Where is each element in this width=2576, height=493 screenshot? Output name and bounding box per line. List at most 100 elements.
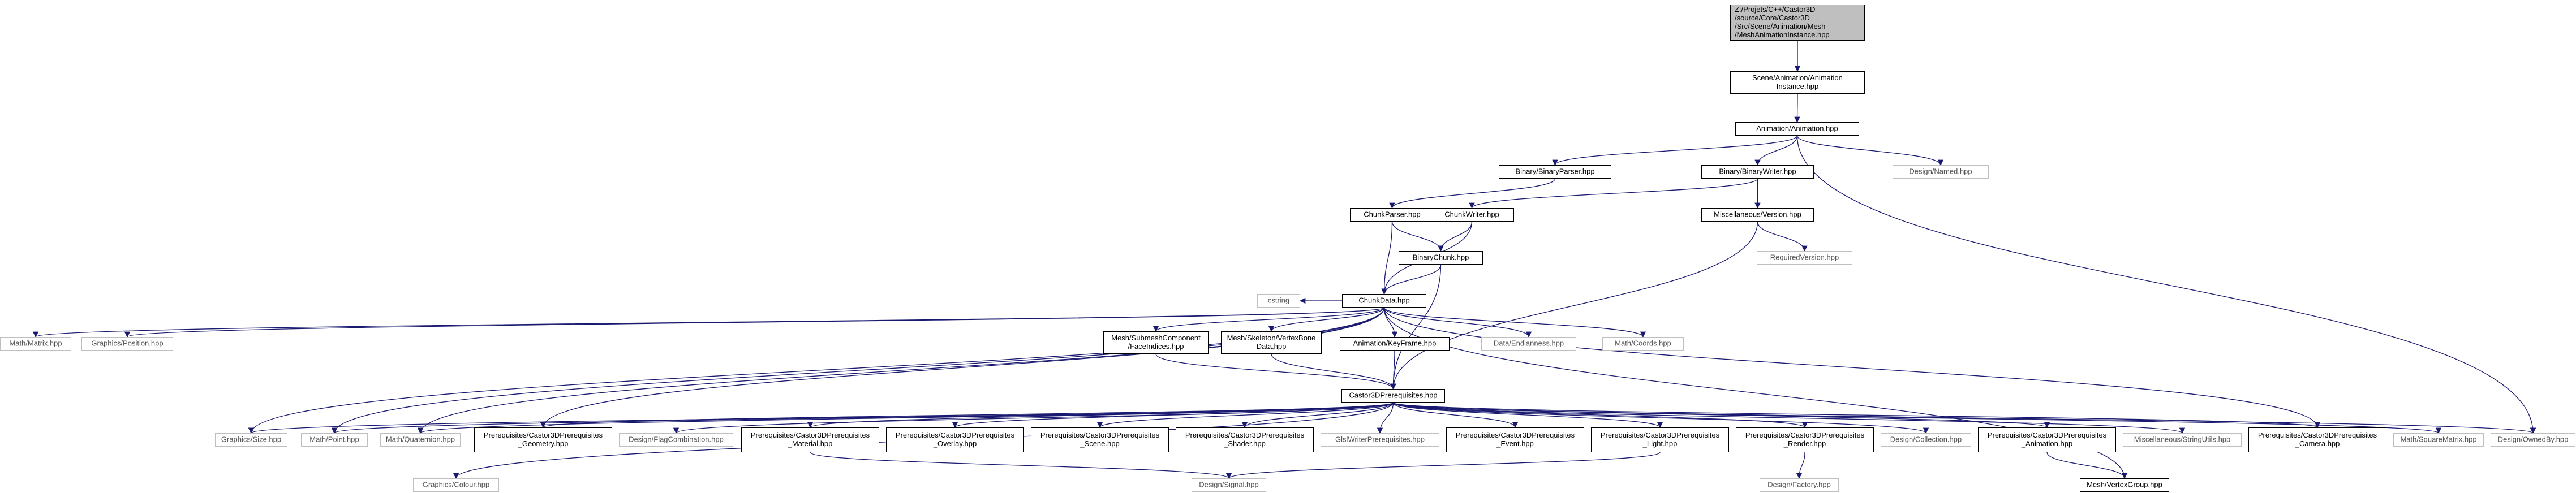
node-animpre[interactable]: Prerequisites/Castor3DPrerequisites_Anim… [1978, 427, 2116, 452]
node-box [380, 433, 461, 447]
node-sqmatrix: Math/SquareMatrix.hpp [2393, 433, 2484, 447]
edge-c3dprereq-to-collection [1392, 402, 1929, 434]
node-box [1342, 294, 1426, 308]
edge-chunkdata-to-submesh [1152, 307, 1385, 332]
node-box [1978, 427, 2116, 452]
edge-chunkdata-to-point [331, 307, 1385, 434]
node-label: Design/Signal.hpp [1199, 481, 1259, 489]
node-box [1499, 165, 1611, 179]
edge-c3dprereq-to-event [1392, 402, 1519, 429]
node-label: Prerequisites/Castor3DPrerequisites [1185, 431, 1305, 439]
node-label: Data.hpp [1257, 342, 1287, 351]
node-layer: Z:/Projets/C++/Castor3D/source/Core/Cast… [0, 5, 2575, 492]
node-box [215, 433, 287, 447]
edge-chunkdata-to-skeleton [1268, 307, 1385, 332]
node-light[interactable]: Prerequisites/Castor3DPrerequisites_Ligh… [1591, 427, 1729, 452]
node-box [1176, 427, 1314, 452]
edge-c3dprereq-to-scene [1097, 402, 1394, 429]
node-label: GlslWriterPrerequisites.hpp [1335, 435, 1425, 444]
node-animinst[interactable]: Scene/Animation/AnimationInstance.hpp [1730, 71, 1865, 94]
node-root[interactable]: Z:/Projets/C++/Castor3D/source/Core/Cast… [1730, 5, 1865, 41]
node-label: Prerequisites/Castor3DPrerequisites [1988, 431, 2107, 439]
edge-c3dprereq-to-render [1392, 402, 1808, 429]
edge-render-to-factory [1796, 452, 1805, 479]
edge-c3dprereq-to-light [1392, 402, 1663, 429]
edge-chunkdata-to-camera [1383, 307, 2321, 429]
node-vgroup[interactable]: Mesh/VertexGroup.hpp [2080, 478, 2169, 492]
node-overlay[interactable]: Prerequisites/Castor3DPrerequisites_Over… [886, 427, 1024, 452]
node-binwriter[interactable]: Binary/BinaryWriter.hpp [1701, 165, 1814, 179]
edge-c3dprereq-to-overlay [952, 402, 1394, 429]
node-label: RequiredVersion.hpp [1770, 253, 1839, 262]
node-label: Mesh/Skeleton/VertexBone [1227, 334, 1316, 342]
node-label: Design/Factory.hpp [1767, 481, 1831, 489]
node-named: Design/Named.hpp [1893, 165, 1989, 179]
node-label: Binary/BinaryParser.hpp [1515, 167, 1594, 176]
node-material[interactable]: Prerequisites/Castor3DPrerequisites_Mate… [741, 427, 879, 452]
node-box [2248, 427, 2386, 452]
node-size: Graphics/Size.hpp [215, 433, 287, 447]
node-label: Binary/BinaryWriter.hpp [1719, 167, 1796, 176]
node-box [1591, 427, 1729, 452]
node-label: Mesh/VertexGroup.hpp [2087, 481, 2162, 489]
node-label: ChunkParser.hpp [1364, 210, 1420, 219]
node-label: Prerequisites/Castor3DPrerequisites [1601, 431, 1720, 439]
edge-light-to-signal [1226, 452, 1661, 479]
node-label: Math/SquareMatrix.hpp [2400, 435, 2476, 444]
node-binparser[interactable]: Binary/BinaryParser.hpp [1499, 165, 1611, 179]
node-c3dprereq[interactable]: Castor3DPrerequisites.hpp [1341, 389, 1445, 403]
node-label: Math/Quaternion.hpp [386, 435, 455, 444]
edge-miscversion-to-c3dprereq [1390, 221, 1758, 390]
node-box [81, 337, 173, 351]
node-chunkwriter[interactable]: ChunkWriter.hpp [1430, 208, 1514, 222]
node-miscversion[interactable]: Miscellaneous/Version.hpp [1701, 208, 1814, 222]
node-label: Design/OwnedBy.hpp [2498, 435, 2569, 444]
node-label: ChunkWriter.hpp [1444, 210, 1499, 219]
edge-anim-to-binwriter [1754, 135, 1798, 166]
node-label: Prerequisites/Castor3DPrerequisites [1745, 431, 1865, 439]
node-label: _Light.hpp [1642, 439, 1678, 448]
edge-c3dprereq-to-ownedby [1392, 402, 2536, 434]
node-box [301, 433, 368, 447]
node-label: Design/Named.hpp [1909, 167, 1972, 176]
edge-chunkparser-to-chunkdata [1381, 221, 1393, 295]
edge-chunkdata-to-vgroup [1383, 307, 2128, 479]
node-label: Z:/Projets/C++/Castor3D [1735, 5, 1815, 14]
node-shader[interactable]: Prerequisites/Castor3DPrerequisites_Shad… [1176, 427, 1314, 452]
node-point: Math/Point.hpp [301, 433, 368, 447]
node-label: BinaryChunk.hpp [1413, 253, 1469, 262]
edge-chunkparser-to-binchunk [1391, 221, 1444, 252]
node-keyframe[interactable]: Animation/KeyFrame.hpp [1340, 337, 1450, 351]
node-chunkdata[interactable]: ChunkData.hpp [1342, 294, 1426, 308]
node-binchunk[interactable]: BinaryChunk.hpp [1399, 251, 1483, 265]
node-anim[interactable]: Animation/Animation.hpp [1735, 122, 1859, 136]
node-label: Instance.hpp [1777, 82, 1818, 90]
node-box [1481, 337, 1576, 351]
node-geom[interactable]: Prerequisites/Castor3DPrerequisites_Geom… [474, 427, 612, 452]
node-box [1757, 251, 1852, 265]
node-scene[interactable]: Prerequisites/Castor3DPrerequisites_Scen… [1031, 427, 1169, 452]
node-factory: Design/Factory.hpp [1760, 478, 1839, 492]
node-label: Math/Coords.hpp [1615, 339, 1671, 348]
node-camera[interactable]: Prerequisites/Castor3DPrerequisites_Came… [2248, 427, 2386, 452]
node-box [1736, 427, 1874, 452]
node-label: Mesh/SubmeshComponent [1111, 334, 1201, 342]
node-box [2393, 433, 2484, 447]
edge-binwriter-to-chunkwriter [1469, 178, 1758, 209]
node-label: Castor3DPrerequisites.hpp [1349, 391, 1437, 400]
node-box [1257, 294, 1300, 308]
node-label: _Render.hpp [1783, 439, 1826, 448]
node-glsl: GlslWriterPrerequisites.hpp [1321, 433, 1439, 447]
edge-anim-to-binparser [1552, 135, 1798, 166]
node-box [1192, 478, 1266, 492]
node-chunkparser[interactable]: ChunkParser.hpp [1350, 208, 1434, 222]
node-box [1735, 122, 1859, 136]
node-label: _Overlay.hpp [933, 439, 977, 448]
node-submesh[interactable]: Mesh/SubmeshComponent/FaceIndices.hpp [1103, 331, 1209, 354]
edge-chunkdata-to-coords [1383, 307, 1646, 338]
node-event[interactable]: Prerequisites/Castor3DPrerequisites_Even… [1446, 427, 1584, 452]
node-quat: Math/Quaternion.hpp [380, 433, 461, 447]
node-render[interactable]: Prerequisites/Castor3DPrerequisites_Rend… [1736, 427, 1874, 452]
